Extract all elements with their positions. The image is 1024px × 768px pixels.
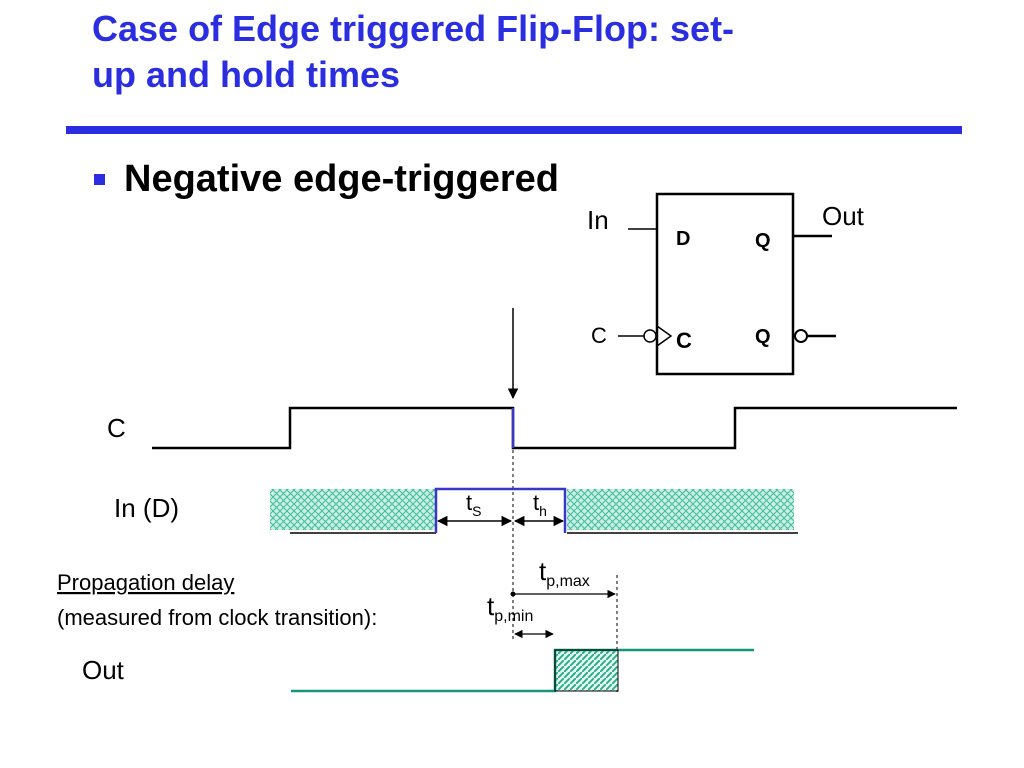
pin-c-label: C [676,328,692,353]
signal-c-label: C [107,413,126,443]
qbar-inversion-bubble-icon [794,329,808,343]
clock-inversion-bubble-icon [643,329,657,343]
bullet-negative-edge: Negative edge-triggered [124,158,559,200]
pin-d-label: D [676,228,690,250]
title-underline [66,126,962,134]
title-line-1: Case of Edge triggered Flip-Flop: set- [92,8,735,49]
th-label: th [533,490,547,519]
slide-title: Case of Edge triggered Flip-Flop: set- u… [92,6,952,98]
flip-flop-block: In Out C D Q C Q [587,192,865,376]
signal-in-label: In (D) [114,493,179,523]
ff-c-label: C [591,323,607,348]
clock-waveform: C [107,406,957,450]
input-dont-care-right [567,489,794,530]
output-uncertain-region [555,650,618,691]
flip-flop-box [655,192,795,376]
title-line-2: up and hold times [92,54,401,95]
propagation-delay-note: (measured from clock transition): [57,605,377,630]
clock-edge-triangle-icon [656,325,673,347]
propagation-delay-annotations: tp,max tp,min Propagation delay (measure… [57,556,618,692]
input-d-waveform: In (D) tS th [114,487,798,534]
input-dont-care-left [270,489,436,530]
output-waveform: Out [82,648,754,693]
ts-label: tS [466,490,481,519]
tp-max-label: tp,max [539,556,590,590]
ff-in-label: In [587,205,609,235]
propagation-delay-heading: Propagation delay [57,570,234,595]
tp-min-label: tp,min [487,591,533,625]
setup-hold-window [434,487,567,533]
pin-qbar-label: Q [755,326,771,348]
square-bullet-icon [94,174,105,185]
signal-out-label: Out [82,655,125,685]
pin-q-label: Q [755,230,771,252]
ff-out-label: Out [822,201,865,231]
